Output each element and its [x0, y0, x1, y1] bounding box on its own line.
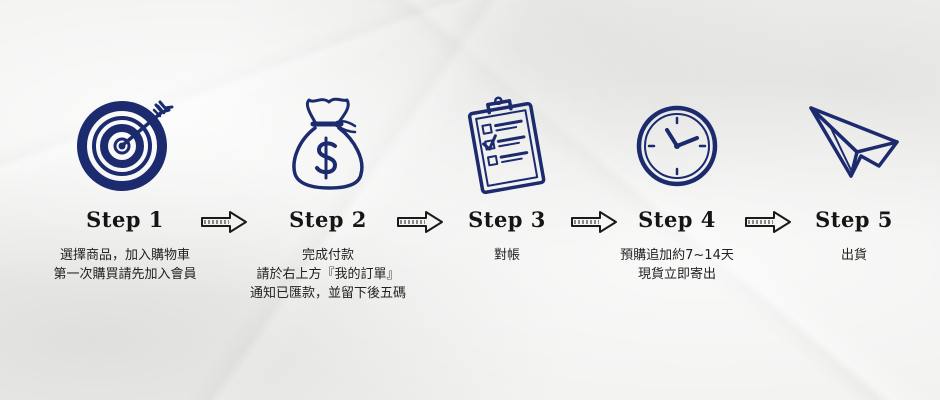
arrow-right-icon: [744, 210, 792, 234]
arrow-right-icon: [570, 210, 618, 234]
step-description: 對帳: [402, 246, 612, 265]
step-description: 出貨: [749, 246, 940, 265]
step-title: Step 1: [86, 207, 164, 232]
step-description-line: 選擇商品，加入購物車: [59, 248, 190, 263]
step-description-line: 通知已匯款，並留下後五碼: [249, 286, 406, 301]
step-description: 選擇商品，加入購物車 第一次購買請先加入會員: [20, 246, 230, 284]
paper-plane-icon: [799, 90, 909, 200]
step-description-line: 完成付款: [301, 248, 354, 263]
step-description-line: 出貨: [840, 248, 867, 263]
money-bag-icon: [273, 90, 383, 200]
arrow-right-icon: [396, 210, 444, 234]
clipboard-checklist-icon: [452, 90, 562, 200]
step-description-line: 對帳: [493, 248, 520, 263]
target-icon: [70, 90, 180, 200]
step-description-line: 預購追加約7~14天: [620, 248, 734, 263]
step-title: Step 5: [815, 207, 893, 232]
clock-icon: [622, 90, 732, 200]
step-title: Step 4: [638, 207, 716, 232]
step-title: Step 3: [468, 207, 546, 232]
step-title: Step 2: [289, 207, 367, 232]
arrow-right-icon: [200, 210, 248, 234]
step-description-line: 第一次購買請先加入會員: [53, 267, 197, 282]
step-description-line: 現貨立即寄出: [637, 267, 716, 282]
step-description: 預購追加約7~14天 現貨立即寄出: [572, 246, 782, 284]
step-description-line: 請於右上方『我的訂單』: [256, 267, 400, 282]
step-description: 完成付款 請於右上方『我的訂單』 通知已匯款，並留下後五碼: [223, 246, 433, 303]
